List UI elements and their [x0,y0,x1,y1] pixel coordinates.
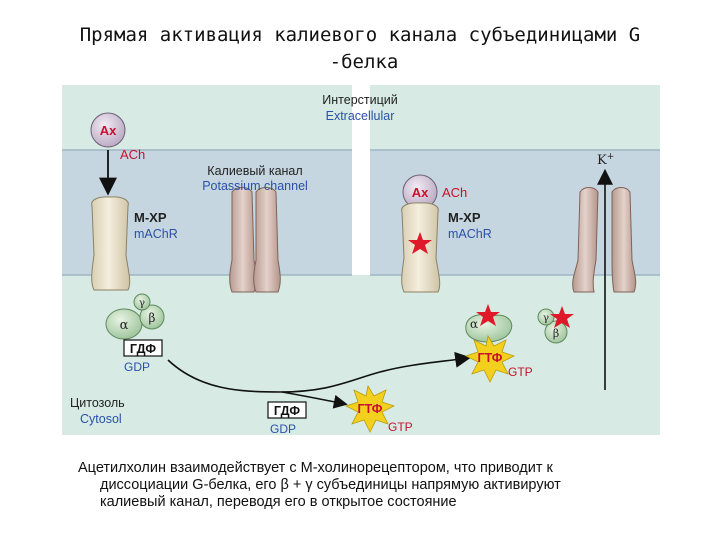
g-protein-left [105,293,165,340]
gdp-box-bottom [267,401,307,419]
activation-star-beta-gamma [550,306,574,328]
receptor-ru-label-right: М-ХР [448,210,481,225]
figure-caption: Ацетилхолин взаимодействует с М-холиноре… [78,460,678,511]
gdp-ru-label-left: ГДФ [130,342,157,356]
panel-divider [352,85,370,275]
ax-label-left: Ах [100,123,117,138]
ach-label-right: ACh [442,185,467,200]
gtp-burst-bottom [344,384,396,433]
receptor-ru-label-left: М-ХР [134,210,167,225]
gdp-box-left [123,339,163,357]
gtp-en-label-bottom: GTP [388,420,413,434]
caption-line-1: Ацетилхолин взаимодействует с М-холиноре… [78,460,553,476]
gamma-label-right: γ [543,313,549,324]
caption-line-2: диссоциации G-белка, его β + γ субъедини… [100,477,561,493]
beta-label-right: β [553,327,559,340]
title-line-1: Прямая активация калиевого канала субъед… [79,24,641,46]
cytosol-en-label: Cytosol [80,412,122,426]
gtp-ru-label-right: ГТФ [478,351,503,365]
ach-label-left: ACh [120,147,145,162]
beta-gamma-subunits-right [537,308,568,344]
slide-title: Прямая активация калиевого канала субъед… [0,22,720,76]
caption-line-3: калиевый канал, переводя его в открытое … [100,494,457,510]
channel-ru-label: Калиевый канал [207,164,302,178]
gtp-burst-right [464,334,516,383]
potassium-channel-right [572,187,637,293]
gtp-en-label-right: GTP [508,365,533,379]
activation-star-alpha [476,304,500,326]
receptor-en-label-left: mAChR [134,227,178,241]
ax-label-right: Ах [412,185,429,200]
cytosol-ru-label: Цитозоль [70,396,125,410]
beta-label-left: β [149,311,156,325]
gtp-ru-label-bottom: ГТФ [358,402,383,416]
interstitium-ru-label: Интерстиций [322,93,397,107]
activation-star-receptor [408,232,432,254]
gamma-label-left: γ [139,298,145,309]
title-line-2: -белка [329,51,399,73]
receptor-left [91,196,131,291]
interstitium-en-label: Extracellular [326,109,395,123]
exchange-arrow [167,351,472,393]
potassium-ion-label: K+ [597,152,614,168]
receptor-en-label-right: mAChR [448,227,492,241]
potassium-channel-left [229,187,281,293]
acetylcholine-ball-left [90,112,126,148]
gdp-ru-label-bottom: ГДФ [274,404,301,418]
alpha-label-left: α [120,318,129,333]
gdp-en-label-bottom: GDP [270,422,296,436]
gdp-en-label-left: GDP [124,360,150,374]
channel-en-label: Potassium channel [202,179,308,193]
alpha-label-right: α [470,317,478,331]
gdp-release-arrow [281,391,348,409]
